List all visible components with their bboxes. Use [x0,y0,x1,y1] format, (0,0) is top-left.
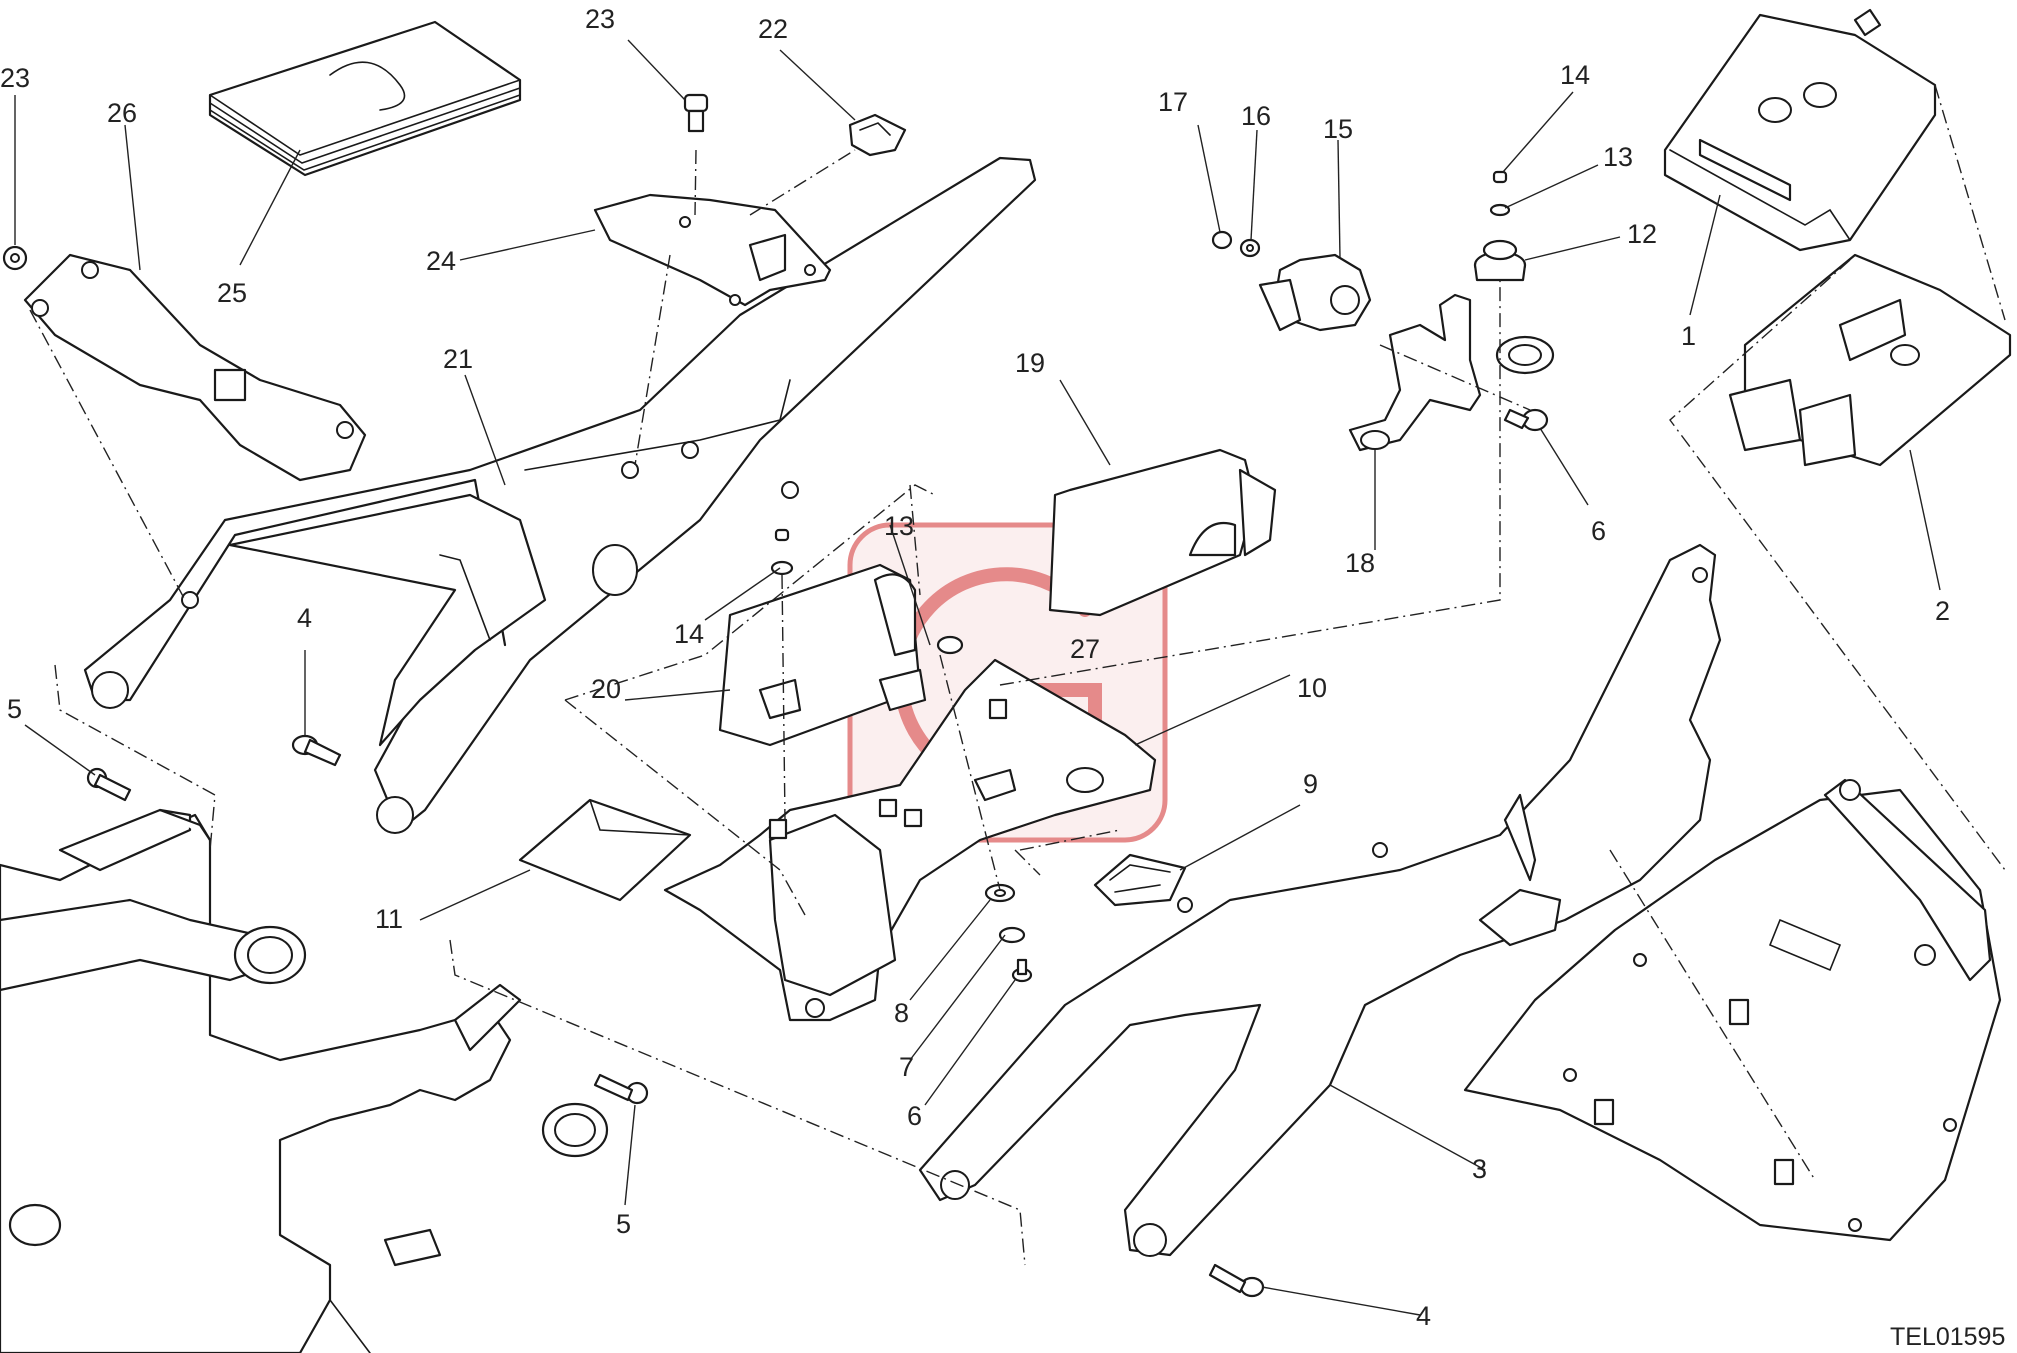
callout-3: 3 [1472,1154,1487,1184]
tail-tray [1463,778,2002,1242]
callout-14-left: 14 [674,619,704,649]
callout-4-right: 4 [1416,1301,1431,1331]
callout-17: 17 [1158,87,1188,117]
screw-4-left [291,734,342,767]
callout-6-mid: 6 [907,1101,922,1131]
rubber-pad-22 [848,113,907,157]
nut-17 [1211,230,1233,250]
callout-4-left: 4 [297,603,312,633]
screw-5-upper [86,767,132,802]
callout-6-right: 6 [1591,516,1606,546]
callout-21: 21 [443,344,473,374]
washer-7 [998,926,1026,944]
bracket-26 [23,253,367,482]
washer-16 [1239,238,1261,258]
bracket-18 [1348,293,1555,452]
screw-23-top [683,93,709,133]
callout-9: 9 [1303,769,1318,799]
callout-19: 19 [1015,348,1045,378]
callout-labels: 1 2 3 4 4 5 5 6 6 7 8 9 10 11 12 13 13 1… [0,4,1950,1331]
tray-10 [663,658,1157,1022]
callout-24: 24 [426,246,456,276]
ecu-unit-2 [1728,253,2012,467]
drawing-code: TEL01595 [1890,1323,2005,1351]
washer-13-right [1489,203,1511,217]
module-cover-19 [1048,448,1277,617]
callout-10: 10 [1297,673,1327,703]
control-unit-20 [718,563,927,747]
callout-15: 15 [1323,114,1353,144]
callout-20: 20 [591,674,621,704]
leader-lines [14,39,1941,1316]
callout-13-left: 13 [884,511,914,541]
callout-18: 18 [1345,548,1375,578]
callout-5-upper: 5 [7,694,22,724]
ecu-cover-1 [1663,8,1937,252]
callout-2: 2 [1935,596,1950,626]
callout-11: 11 [375,904,403,934]
callout-12: 12 [1627,219,1657,249]
callout-23-left: 23 [0,63,30,93]
callout-14-right: 14 [1560,60,1590,90]
washer-13-left [770,560,794,576]
callout-22: 22 [758,14,788,44]
callout-26: 26 [107,98,137,128]
screw-5-lower [593,1073,649,1105]
screw-14-right [1492,170,1508,184]
callout-23-top: 23 [585,4,615,34]
side-bracket-3 [918,543,1722,1257]
screw-6-right [1503,408,1549,432]
connector-9 [1093,853,1187,907]
sensor-15 [1258,253,1372,332]
nut-23-left [2,245,28,271]
rear-subframe [83,156,1037,834]
grommet-8 [984,883,1016,903]
callout-1: 1 [1681,321,1696,351]
grommet-12 [1473,239,1527,282]
callout-25: 25 [217,278,247,308]
screw-4-right [1208,1263,1265,1298]
callout-16: 16 [1241,101,1271,131]
pad-11 [518,798,692,902]
callout-13-right: 13 [1603,142,1633,172]
callout-5-lower: 5 [616,1209,631,1239]
assembly-lines [29,84,2006,1266]
plate-24 [593,193,832,307]
owners-manual [208,20,522,177]
callout-27: 27 [1070,634,1100,664]
screw-6-mid [1011,958,1033,983]
callout-8: 8 [894,998,909,1028]
screw-14-left [774,528,790,542]
washer-27 [936,635,964,655]
main-frame [0,808,609,1353]
callout-7: 7 [899,1052,914,1082]
